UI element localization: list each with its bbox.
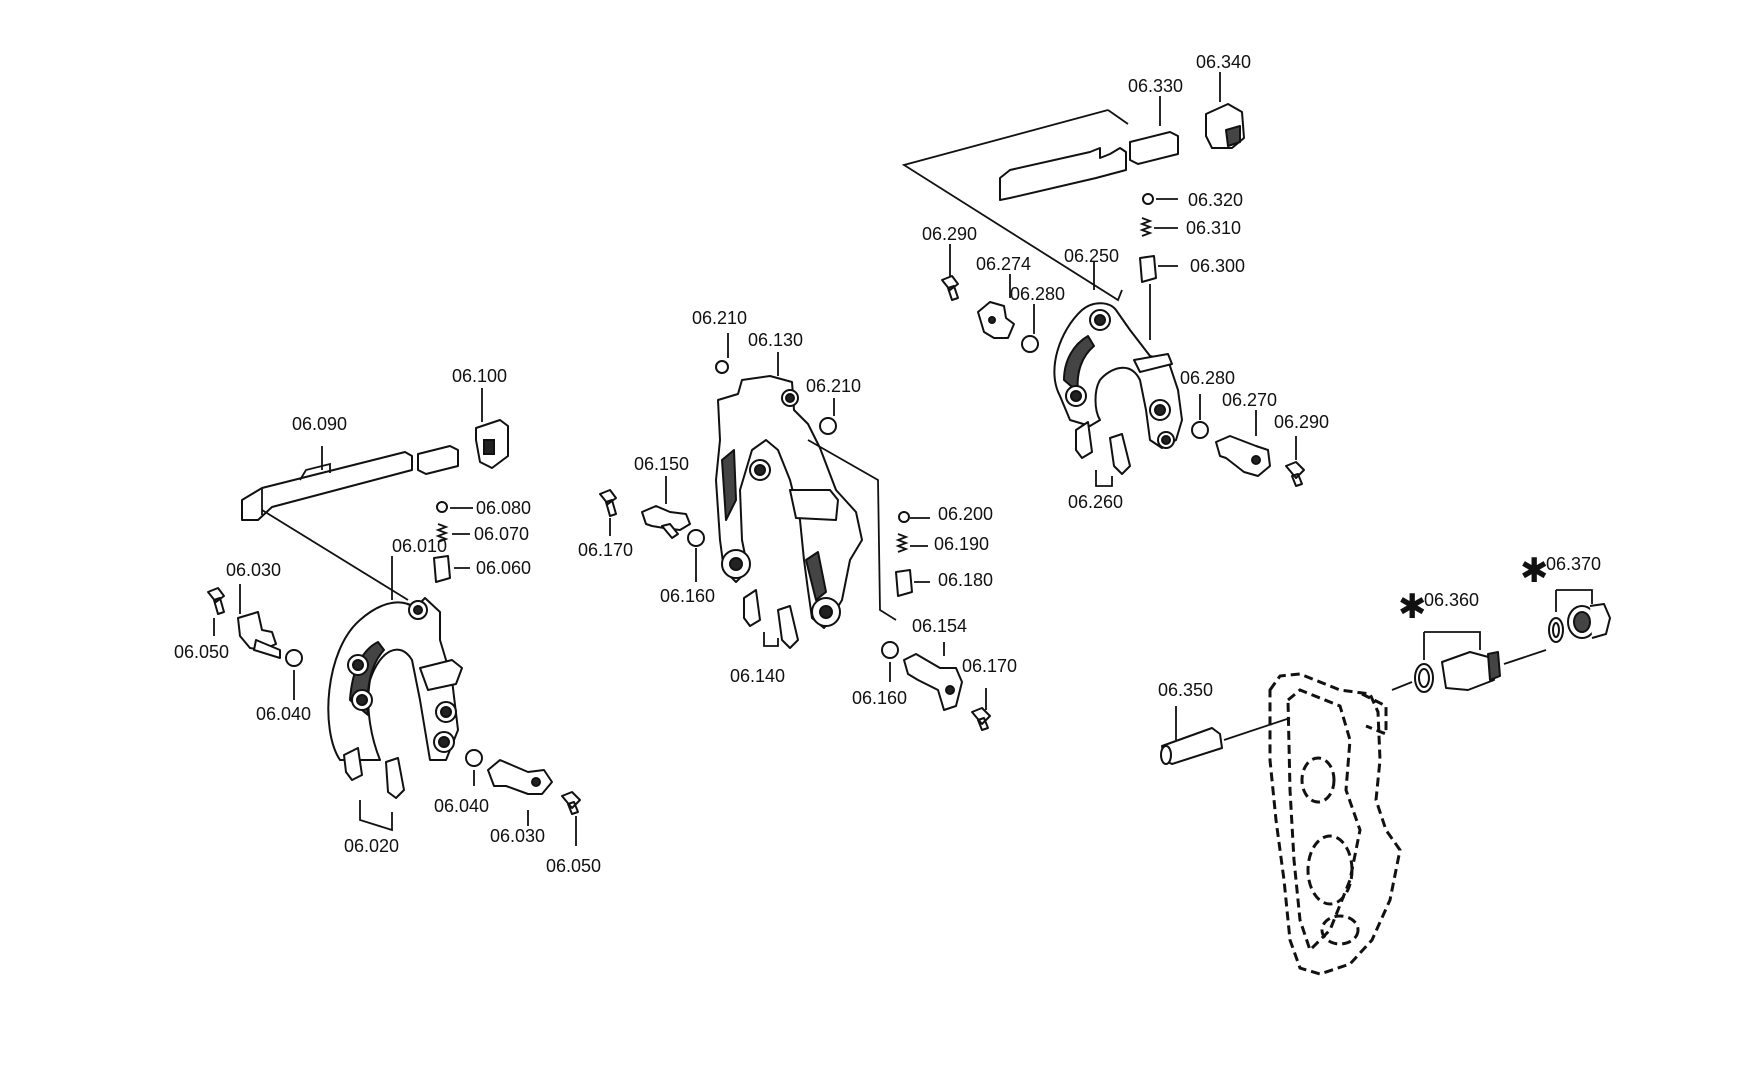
fork-shoe-icon — [743, 589, 761, 627]
callout-06-330: 06.330 — [1128, 76, 1183, 96]
detent-ball-icon — [1191, 421, 1209, 439]
lever-icon — [487, 759, 553, 795]
detent-ball-icon — [881, 641, 899, 659]
callout-06-170: 06.170 — [962, 656, 1017, 676]
callout-06-020: 06.020 — [344, 836, 399, 856]
callout-06-290: 06.290 — [1274, 412, 1329, 432]
detent-ball-icon — [1142, 193, 1154, 205]
callout-06-040: 06.040 — [434, 796, 489, 816]
sleeve-icon — [1139, 255, 1157, 283]
callout-06-320: 06.320 — [1188, 190, 1243, 210]
detent-ball-icon — [898, 511, 910, 523]
callout-06-100: 06.100 — [452, 366, 507, 386]
callout-06-370: 06.370 — [1546, 554, 1601, 574]
upper-right-assembly — [901, 103, 1305, 487]
callout-06-154: 06.154 — [912, 616, 967, 636]
callout-06-280: 06.280 — [1010, 284, 1065, 304]
fork-shoe-icon — [1075, 421, 1093, 459]
housing-cover-icon — [1268, 672, 1402, 976]
middle-assembly — [599, 360, 991, 731]
detent-ball-icon — [285, 649, 303, 667]
left-assembly — [207, 419, 581, 815]
callout-06-170: 06.170 — [578, 540, 633, 560]
bolt-icon — [971, 707, 991, 731]
lever-icon — [641, 505, 691, 531]
shift-fork-icon — [1053, 302, 1183, 449]
callout-06-280: 06.280 — [1180, 368, 1235, 388]
callout-06-360: 06.360 — [1424, 590, 1479, 610]
bolt-icon — [599, 489, 617, 517]
detent-ball-icon — [715, 360, 729, 374]
callout-06-180: 06.180 — [938, 570, 993, 590]
bolt-icon — [561, 791, 581, 815]
lever-icon — [1215, 435, 1271, 477]
lever-icon — [903, 653, 963, 711]
callout-06-190: 06.190 — [934, 534, 989, 554]
spring-icon — [1139, 217, 1153, 237]
callout-06-210: 06.210 — [806, 376, 861, 396]
shift-rail-icon — [999, 147, 1127, 201]
lever-icon — [237, 611, 277, 651]
sleeve-icon — [895, 569, 913, 597]
lower-right-assembly — [1160, 603, 1611, 976]
callout-06-160: 06.160 — [660, 586, 715, 606]
callout-06-200: 06.200 — [938, 504, 993, 524]
fork-shoe-icon — [343, 747, 363, 781]
callout-06-300: 06.300 — [1190, 256, 1245, 276]
fork-shoe-icon — [385, 757, 405, 799]
shift-rail-icon — [241, 451, 413, 521]
callout-06-130: 06.130 — [748, 330, 803, 350]
callout-06-274: 06.274 — [976, 254, 1031, 274]
callout-06-250: 06.250 — [1064, 246, 1119, 266]
leader-lines — [213, 72, 1593, 846]
spring-icon — [435, 523, 449, 543]
callout-06-150: 06.150 — [634, 454, 689, 474]
callout-06-160: 06.160 — [852, 688, 907, 708]
plug-icon — [1567, 603, 1611, 639]
callout-06-260: 06.260 — [1068, 492, 1123, 512]
detent-ball-icon — [819, 417, 837, 435]
callout-06-080: 06.080 — [476, 498, 531, 518]
callout-06-040: 06.040 — [256, 704, 311, 724]
switch-icon — [1441, 651, 1501, 691]
rail-block-icon — [417, 445, 459, 475]
fork-shoe-icon — [777, 605, 799, 649]
callout-06-270: 06.270 — [1222, 390, 1277, 410]
detent-ball-icon — [465, 749, 483, 767]
callout-06-050: 06.050 — [546, 856, 601, 876]
callout-06-340: 06.340 — [1196, 52, 1251, 72]
fork-shoe-icon — [1109, 433, 1131, 475]
bolt-icon — [941, 275, 959, 301]
spring-icon — [895, 533, 909, 553]
callout-06-350: 06.350 — [1158, 680, 1213, 700]
asterisk-marker: ✱ — [1520, 551, 1549, 591]
callout-06-050: 06.050 — [174, 642, 229, 662]
asterisk-marker: ✱ — [1398, 587, 1427, 627]
callout-06-070: 06.070 — [474, 524, 529, 544]
detent-ball-icon — [436, 501, 448, 513]
callout-06-140: 06.140 — [730, 666, 785, 686]
callout-06-060: 06.060 — [476, 558, 531, 578]
callout-06-290: 06.290 — [922, 224, 977, 244]
rail-block-icon — [1129, 131, 1179, 165]
callout-06-030: 06.030 — [490, 826, 545, 846]
callout-06-010: 06.010 — [392, 536, 447, 556]
callout-06-310: 06.310 — [1186, 218, 1241, 238]
detent-ball-icon — [687, 529, 705, 547]
bolt-icon — [207, 587, 225, 615]
callout-labels: 06.010 06.020 06.030 06.030 06.040 06.04… — [174, 52, 1601, 876]
shift-fork-icon — [327, 597, 463, 761]
sleeve-icon — [433, 555, 451, 583]
detent-ball-icon — [1021, 335, 1039, 353]
callout-06-090: 06.090 — [292, 414, 347, 434]
bolt-icon — [1285, 461, 1305, 487]
shift-fork-icon — [715, 375, 863, 629]
callout-06-210: 06.210 — [692, 308, 747, 328]
callout-06-030: 06.030 — [226, 560, 281, 580]
